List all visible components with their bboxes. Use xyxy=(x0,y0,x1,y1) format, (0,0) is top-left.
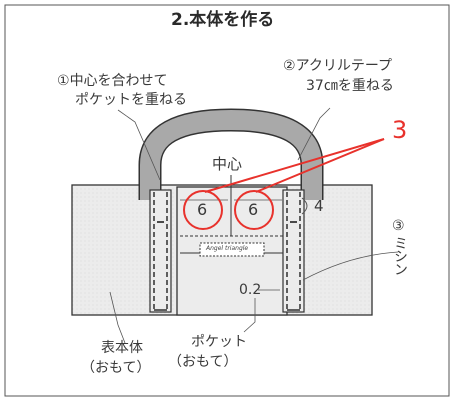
step3-number: ③ xyxy=(392,218,405,234)
dimension-side: 4 xyxy=(314,197,324,215)
brand-tag-text: Angel triangle xyxy=(206,245,249,252)
leader-step2 xyxy=(297,107,331,161)
step2-line1: アクリルテープ xyxy=(295,58,393,74)
seam-allowance: 0.2 xyxy=(239,282,262,298)
leader-step1 xyxy=(117,109,161,181)
leader-step3 xyxy=(302,251,399,281)
dim-side-bracket xyxy=(301,197,308,215)
page-title: 2.本体を作る xyxy=(171,10,275,30)
callout-circle-right xyxy=(234,190,274,230)
brand-tag xyxy=(199,242,265,257)
callout-leader-left xyxy=(204,138,385,193)
leader-pocket xyxy=(243,298,256,333)
leader-body xyxy=(109,291,126,344)
dimension-left: 6 xyxy=(197,200,208,219)
strap-left-end xyxy=(149,189,172,313)
step1-line1: 中心を合わせて xyxy=(69,73,168,89)
step2-label: ②アクリルテープ xyxy=(283,58,392,75)
pocket-label-line1: ポケット xyxy=(191,334,247,350)
callout-number: 3 xyxy=(392,116,408,144)
body-label-line1: 表本体 xyxy=(101,340,143,356)
body-label-line2: （おもて） xyxy=(81,360,151,376)
pocket-label-line2: （おもて） xyxy=(168,354,238,370)
step1-label: ①中心を合わせて xyxy=(57,73,168,90)
strap-arch xyxy=(140,109,322,200)
frame-border xyxy=(4,4,450,397)
step2-line2: 37㎝を重ねる xyxy=(306,78,394,94)
callout-circle-left xyxy=(183,190,223,230)
callout-leader-right xyxy=(255,138,385,193)
step3-text: ミシン xyxy=(392,236,408,275)
step2-number: ② xyxy=(283,58,296,74)
dimension-right: 6 xyxy=(248,200,259,219)
center-label: 中心 xyxy=(212,155,243,173)
step1-line2: ポケットを重ねる xyxy=(75,92,187,108)
strap-right-end xyxy=(282,189,305,313)
step1-number: ① xyxy=(57,73,70,89)
